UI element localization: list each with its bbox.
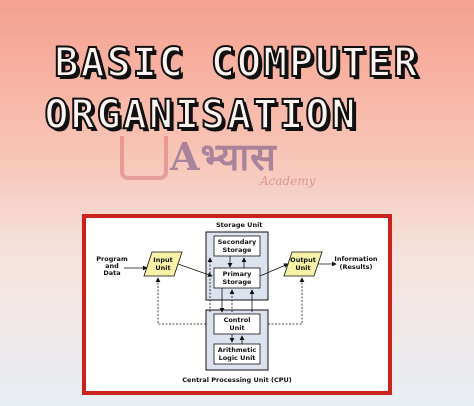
primary-storage-label-1: Primary: [223, 270, 253, 278]
secondary-storage-label-1: Secondary: [218, 238, 257, 246]
control-unit-label-1: Control: [224, 316, 251, 324]
storage-unit-label: Storage Unit: [216, 221, 262, 229]
program-data-label-1: Program: [96, 255, 128, 263]
secondary-storage-label-2: Storage: [223, 246, 252, 254]
computer-organisation-diagram: Storage Unit Secondary Storage Primary S…: [96, 221, 378, 384]
book-icon: [120, 136, 168, 180]
control-unit-box: [213, 313, 261, 335]
output-unit-label-1: Output: [290, 256, 316, 264]
arrow-input-to-primary: [177, 263, 213, 277]
control-line-to-output: [268, 277, 305, 325]
diagram-frame: Storage Unit Secondary Storage Primary S…: [82, 214, 392, 395]
information-label-2: (Results): [339, 263, 372, 271]
primary-storage-label-2: Storage: [223, 278, 252, 286]
control-line-to-input: [155, 277, 206, 325]
program-data-label-2: and: [105, 262, 119, 270]
arrow-primary-to-output: [259, 263, 289, 277]
alu-label-1: Arithmetic: [218, 346, 257, 354]
input-unit-label-1: Input: [153, 256, 172, 264]
output-unit-box: [283, 251, 323, 277]
watermark-logo: Aभ्यास Academy: [120, 128, 370, 188]
title-line-2: ORGANISATION: [44, 91, 358, 139]
program-data-label-3: Data: [103, 269, 120, 277]
title-line-1: BASIC COMPUTER: [53, 39, 420, 87]
watermark-subtitle: Academy: [260, 174, 316, 188]
secondary-storage-box: [213, 235, 261, 257]
input-unit-label-2: Unit: [155, 264, 170, 272]
watermark-text: Aभ्यास: [170, 134, 277, 179]
alu-box: [213, 343, 261, 365]
control-unit-label-2: Unit: [229, 324, 244, 332]
alu-label-2: Logic Unit: [219, 354, 256, 362]
cpu-label: Central Processing Unit (CPU): [182, 376, 291, 384]
information-label-1: Information: [334, 255, 378, 263]
primary-storage-box: [213, 267, 261, 289]
output-unit-label-2: Unit: [295, 264, 310, 272]
